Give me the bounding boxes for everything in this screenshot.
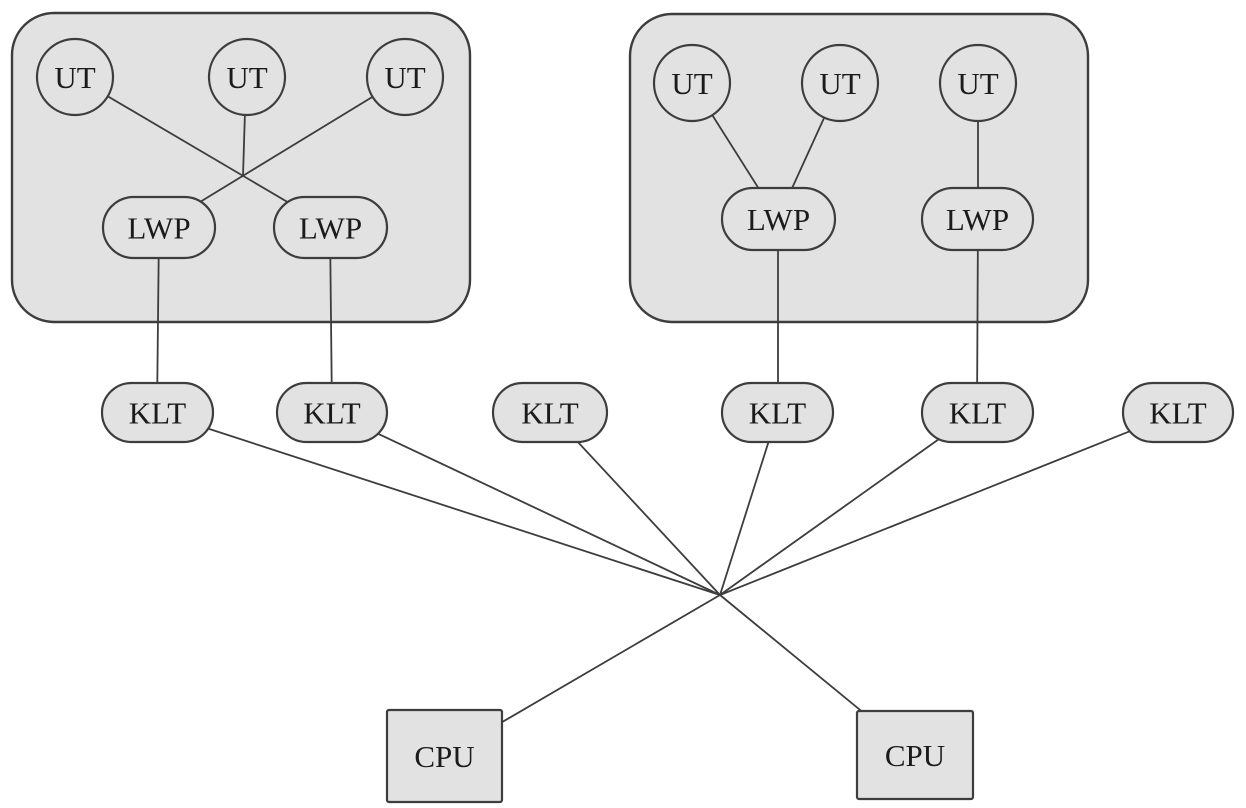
klt-node-6-shape bbox=[1121, 381, 1235, 444]
cpu-node-1-label: CPU bbox=[414, 739, 474, 774]
ut-node-3: UT bbox=[365, 37, 445, 117]
klt-node-4-shape bbox=[720, 381, 835, 444]
lwp-node-1-shape bbox=[101, 195, 217, 260]
lwp-node-3-label: LWP bbox=[747, 202, 810, 237]
lwp-node-2-shape bbox=[272, 195, 389, 260]
lwp-node-2-label: LWP bbox=[299, 210, 362, 245]
edge-lwp4-to-klt5 bbox=[976, 218, 979, 413]
lwp-node-4: LWP bbox=[920, 186, 1035, 252]
klt-node-3-label: KLT bbox=[521, 395, 578, 430]
klt-node-6: KLT bbox=[1121, 381, 1235, 444]
ut-node-2-shape bbox=[207, 37, 287, 117]
cpu-node-2-shape bbox=[855, 709, 975, 801]
klt-node-2-label: KLT bbox=[303, 395, 360, 430]
klt-node-3-shape bbox=[491, 381, 609, 444]
klt-node-6-label: KLT bbox=[1149, 395, 1206, 430]
cpu-node-1-shape bbox=[385, 708, 504, 804]
ut-node-1-label: UT bbox=[54, 60, 95, 95]
edge-klt5-to-hub bbox=[719, 411, 978, 596]
klt-node-1-shape bbox=[100, 381, 215, 444]
ut-node-6-shape bbox=[938, 43, 1018, 123]
ut-node-3-label: UT bbox=[384, 60, 425, 95]
lwp-node-1: LWP bbox=[101, 195, 217, 260]
ut-node-1-shape bbox=[35, 37, 115, 117]
lwp-node-3-shape bbox=[720, 186, 837, 252]
lwp-node-4-label: LWP bbox=[946, 202, 1009, 237]
klt-node-3: KLT bbox=[491, 381, 609, 444]
klt-node-5-shape bbox=[920, 381, 1035, 444]
cpu-node-2-label: CPU bbox=[885, 738, 945, 773]
ut-node-4: UT bbox=[652, 43, 732, 123]
klt-node-5: KLT bbox=[920, 381, 1035, 444]
ut-node-1: UT bbox=[35, 37, 115, 117]
edge-klt2-to-hub bbox=[331, 411, 721, 596]
ut-node-5: UT bbox=[800, 43, 880, 123]
ut-node-5-shape bbox=[800, 43, 880, 123]
klt-node-2-shape bbox=[275, 381, 389, 444]
klt-node-4-label: KLT bbox=[749, 395, 806, 430]
ut-node-5-label: UT bbox=[819, 66, 860, 101]
ut-node-4-shape bbox=[652, 43, 732, 123]
klt-node-5-label: KLT bbox=[949, 395, 1006, 430]
ut-node-2-label: UT bbox=[226, 60, 267, 95]
ut-node-6: UT bbox=[938, 43, 1018, 123]
cpu-node-1: CPU bbox=[385, 708, 504, 804]
ut-node-2: UT bbox=[207, 37, 287, 117]
edge-klt6-to-hub bbox=[719, 411, 1179, 596]
klt-node-1: KLT bbox=[100, 381, 215, 444]
ut-node-4-label: UT bbox=[671, 66, 712, 101]
lwp-node-1-label: LWP bbox=[127, 210, 190, 245]
ut-node-3-shape bbox=[365, 37, 445, 117]
lwp-node-2: LWP bbox=[272, 195, 389, 260]
lwp-node-3: LWP bbox=[720, 186, 837, 252]
edge-klt1-to-hub bbox=[156, 411, 721, 596]
ut-node-6-label: UT bbox=[957, 66, 998, 101]
klt-node-1-label: KLT bbox=[129, 395, 186, 430]
lwp-node-4-shape bbox=[920, 186, 1035, 252]
cpu-node-2: CPU bbox=[855, 709, 975, 801]
klt-node-4: KLT bbox=[720, 381, 835, 444]
klt-node-2: KLT bbox=[275, 381, 389, 444]
